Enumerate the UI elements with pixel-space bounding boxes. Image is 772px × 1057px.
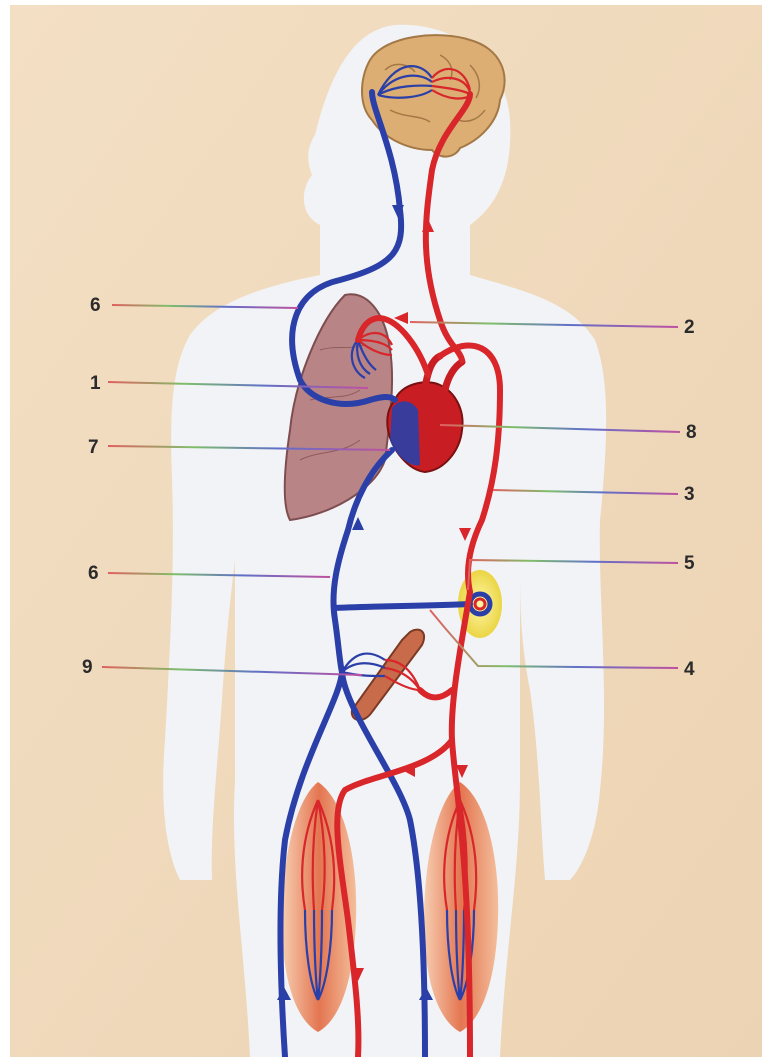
- label-6-lower: 6: [88, 563, 99, 584]
- label-6-upper: 6: [90, 295, 101, 316]
- label-5: 5: [684, 553, 695, 574]
- label-4: 4: [684, 659, 695, 680]
- label-9: 9: [82, 657, 93, 678]
- label-7: 7: [88, 437, 99, 458]
- label-1: 1: [90, 373, 101, 394]
- label-3: 3: [684, 484, 695, 505]
- label-8: 8: [686, 422, 697, 443]
- label-2: 2: [684, 317, 695, 338]
